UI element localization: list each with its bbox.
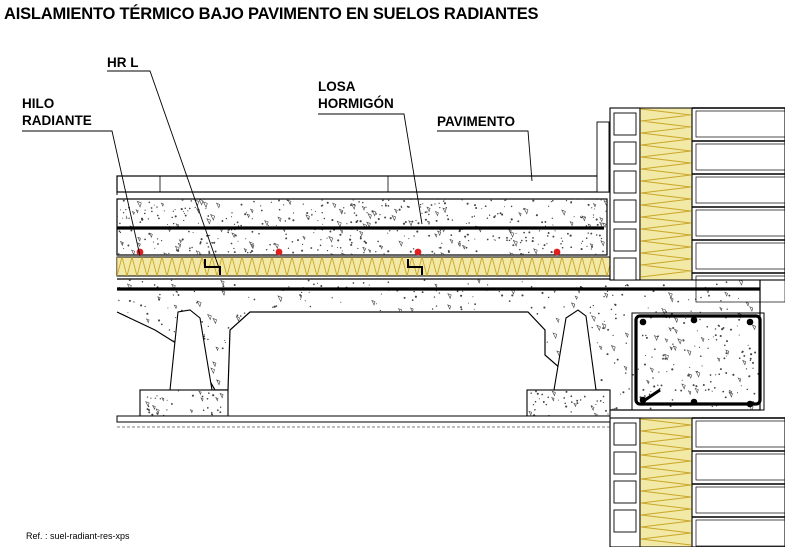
ceiling-plaster xyxy=(116,415,611,423)
label-losa-line2: HORMIGÓN xyxy=(318,96,394,111)
wall-lower xyxy=(609,417,785,547)
leader-lines xyxy=(22,70,533,269)
rebar xyxy=(746,400,754,408)
heating-wire-section xyxy=(553,248,561,256)
edge-beam xyxy=(631,312,765,411)
beam-stirrup xyxy=(634,314,762,406)
label-hilo-line2: RADIANTE xyxy=(22,113,92,128)
label-hilo-radiante: HILO RADIANTE xyxy=(22,95,92,129)
insulation-layer xyxy=(116,256,613,277)
rebar xyxy=(639,318,647,326)
joist-base-right xyxy=(526,389,611,417)
heating-wires xyxy=(136,248,561,256)
leader-hilo-radiante xyxy=(22,130,141,257)
drawing-reference: Ref. : suel-radiant-res-xps xyxy=(26,531,130,541)
floor-finish xyxy=(116,175,611,195)
rebar xyxy=(639,396,647,404)
heating-wire-section xyxy=(414,248,422,256)
rebar xyxy=(690,398,698,406)
insulation-overlap-joint xyxy=(407,259,423,275)
label-pavimento: PAVIMENTO xyxy=(437,114,516,129)
insulation-overlap-joint xyxy=(204,259,221,275)
rebar xyxy=(746,318,754,326)
rebar xyxy=(690,316,698,324)
label-hr-l: HR L xyxy=(107,55,139,70)
wall-upper xyxy=(596,107,785,303)
concrete-topping-slab xyxy=(116,198,608,256)
leader-hr-l xyxy=(107,70,220,269)
leader-losa-hormigon xyxy=(318,113,423,225)
heating-wire-section xyxy=(275,248,283,256)
drawing-title: AISLAMIENTO TÉRMICO BAJO PAVIMENTO EN SU… xyxy=(4,5,539,23)
leader-pavimento xyxy=(437,130,533,182)
beam-rebars xyxy=(639,316,756,408)
label-losa-hormigon: LOSA HORMIGÓN xyxy=(318,78,394,112)
label-hilo-line1: HILO xyxy=(22,96,55,111)
label-losa-line1: LOSA xyxy=(318,79,356,94)
joist-base-left xyxy=(139,389,229,417)
